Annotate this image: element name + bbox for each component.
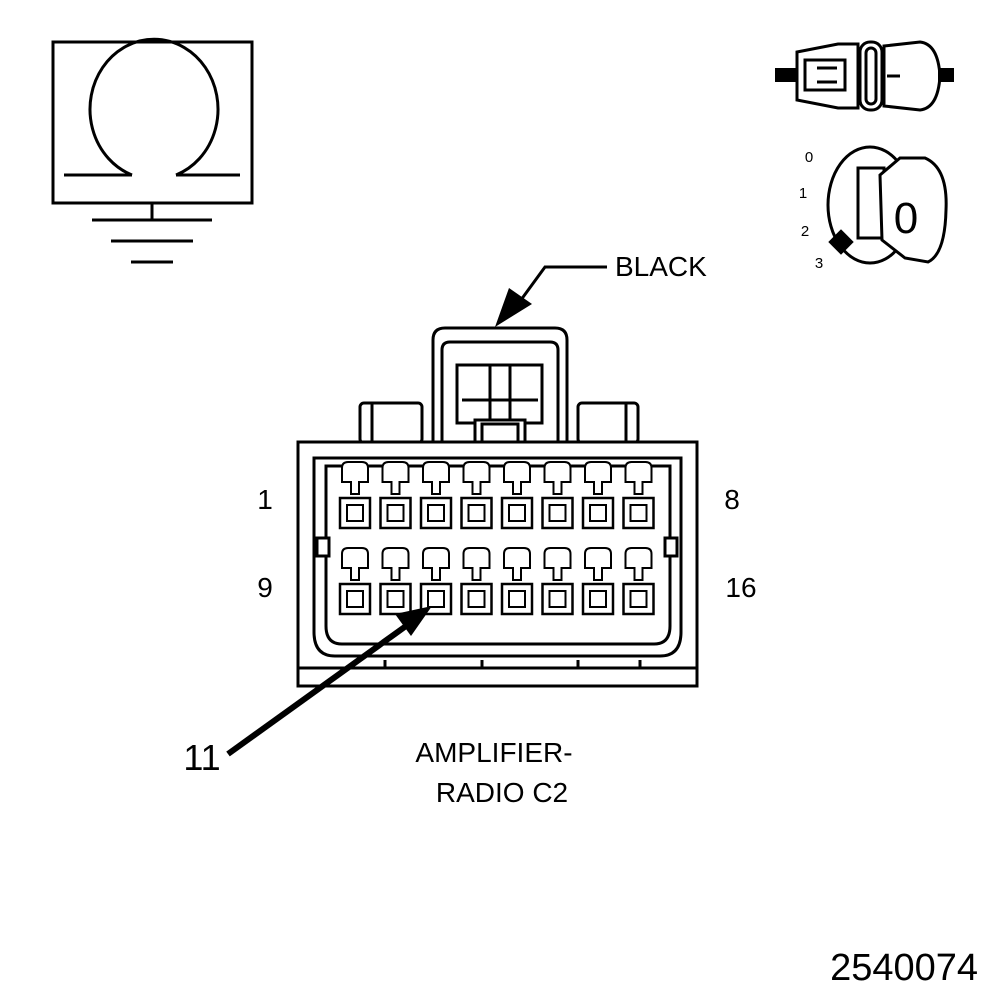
pin-label-1: 1 <box>257 484 273 515</box>
pin-cavity-6 <box>541 461 574 530</box>
pin-cavity-5 <box>500 461 534 530</box>
pin-cavity-2 <box>379 461 412 530</box>
ignition-position-3: 0 <box>805 149 813 166</box>
ignition-position-0: 3 <box>815 255 823 272</box>
pin-cavity-8 <box>622 461 655 530</box>
pin-label-16: 16 <box>725 572 756 603</box>
pin-cavity-7 <box>581 461 615 530</box>
ignition-key-label: 0 <box>894 194 918 243</box>
color-callout-arrow <box>495 265 607 327</box>
connector-name-line1: AMPLIFIER- <box>415 737 572 768</box>
connector-color-label: BLACK <box>615 251 707 282</box>
pin-cavity-16 <box>622 547 655 616</box>
pin-label-8: 8 <box>724 484 740 515</box>
pin-cavity-14 <box>541 547 574 616</box>
pin-cavity-13 <box>500 547 534 616</box>
connector-name-line2: RADIO C2 <box>436 777 568 808</box>
pin-cavity-9 <box>338 547 372 616</box>
pin-cavity-15 <box>581 547 615 616</box>
disconnect-connector-icon <box>775 40 954 112</box>
pin-label-9: 9 <box>257 572 273 603</box>
ignition-position-2: 1 <box>799 185 807 202</box>
ground-icon <box>92 203 212 264</box>
pin-callout-arrow <box>226 606 432 757</box>
pin-cavity-4 <box>460 461 493 530</box>
pin-cavity-10 <box>379 547 412 616</box>
figure-number: 2540074 <box>830 947 978 989</box>
connector-face <box>296 326 699 688</box>
ignition-position-1: 2 <box>801 223 809 240</box>
ohmmeter-icon <box>51 37 254 205</box>
pin-cavity-3 <box>419 461 453 530</box>
pin-cavity-1 <box>338 461 372 530</box>
ignition-switch-icon <box>826 145 948 265</box>
pin-cavity-12 <box>460 547 493 616</box>
callout-pin-label: 11 <box>183 737 220 778</box>
